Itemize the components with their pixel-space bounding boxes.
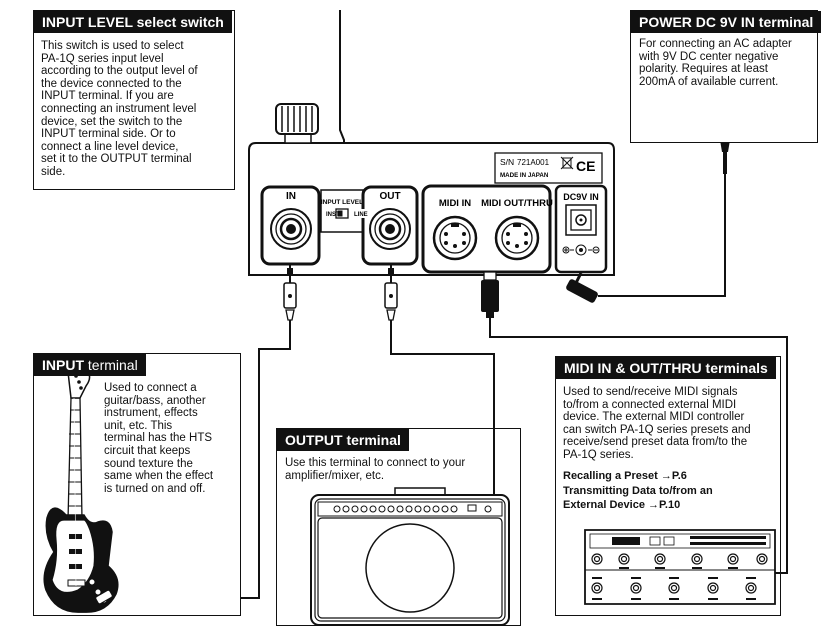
output-terminal-text-line: amplifier/mixer, etc. — [285, 469, 385, 482]
sn-label: S/N — [500, 157, 514, 167]
output-terminal-text-line: Use this terminal to connect to your — [285, 457, 466, 469]
input-terminal-text-line: guitar/bass, another — [104, 394, 206, 407]
midi-text-line: receive/send preset data from/to the — [563, 436, 748, 449]
input-cable — [240, 320, 291, 599]
electric-guitar-icon — [43, 364, 119, 613]
input-level-text-line: connect a line level device, — [41, 140, 179, 153]
dc-in-label: DC9V IN — [563, 192, 599, 202]
midi-text-line: device. The external MIDI controller — [563, 411, 745, 424]
input-level-text-line: PA-1Q series input level — [41, 52, 164, 65]
midi-panel: MIDI IN MIDI OUT/THRU — [421, 184, 553, 274]
inst-label: INST — [326, 212, 340, 218]
ce-mark: CE — [576, 158, 595, 174]
input-level-title: INPUT LEVEL select switch — [34, 11, 232, 33]
midi-foot-controller-icon — [584, 529, 776, 605]
midi-callout: MIDI IN & OUT/THRU terminals Used to sen… — [555, 356, 781, 616]
power-text-line: For connecting an AC adapter — [639, 38, 792, 50]
input-terminal-text-line: sound texture the — [104, 457, 193, 470]
dc-plug — [566, 272, 598, 303]
input-level-text-line: according to the output level of — [41, 65, 198, 78]
input-terminal-text-line: same when the effect — [104, 470, 214, 483]
input-level-callout: INPUT LEVEL select switch This switch is… — [33, 10, 235, 190]
midi-text-line: can switch PA-1Q series presets and — [563, 423, 751, 436]
midi-text-line: Used to send/receive MIDI signals — [563, 386, 738, 398]
midi-reference-line: Transmitting Data to/from an — [563, 484, 713, 497]
output-terminal-callout: OUTPUT terminal Use this terminal to con… — [276, 428, 521, 626]
input-terminal-title: INPUT terminal — [34, 354, 146, 376]
midi-reference-line: External Device →P.10 — [563, 499, 681, 511]
input-level-text-line: side. — [41, 165, 66, 178]
output-plug — [384, 264, 398, 321]
amplifier-icon — [310, 487, 510, 626]
power-callout: POWER DC 9V IN terminal For connecting a… — [630, 10, 822, 143]
midi-in-port — [432, 215, 478, 261]
power-text-line: with 9V DC center negative — [639, 50, 779, 63]
midi-out-label: MIDI OUT/THRU — [481, 198, 553, 209]
input-level-text-line: the device connected to the — [41, 77, 182, 90]
dc-in-port: DC9V IN — [554, 184, 608, 274]
input-level-text-line: INPUT terminal. If you are — [41, 90, 174, 103]
midi-text-line: PA-1Q series. — [563, 448, 634, 461]
input-terminal-title-bold: INPUT — [42, 357, 84, 373]
pa-1q-device: S/N 721A001 MADE IN JAPAN CE IN INPUT LE… — [248, 103, 615, 276]
midi-title: MIDI IN & OUT/THRU terminals — [556, 357, 776, 379]
midi-out-port — [494, 215, 540, 261]
input-terminal-text-line: instrument, effects — [104, 407, 198, 420]
power-text-line: 200mA of available current. — [639, 75, 779, 88]
knob — [275, 103, 319, 144]
output-cable — [390, 320, 495, 498]
power-text-line: polarity. Requires at least — [639, 63, 768, 76]
midi-in-label: MIDI IN — [439, 198, 471, 209]
input-terminal-text-line: unit, etc. This — [104, 419, 173, 432]
input-level-label: INPUT LEVEL — [321, 199, 363, 206]
line-label: LINE — [354, 212, 368, 218]
input-terminal-text-line: terminal has the HTS — [104, 432, 213, 445]
input-terminal-text-line: is turned on and off. — [104, 482, 206, 495]
out-jack-label: OUT — [379, 191, 400, 202]
out-jack: OUT — [361, 185, 419, 266]
sn-value: 721A001 — [517, 158, 550, 167]
input-level-text-line: This switch is used to select — [41, 40, 184, 52]
input-level-text-line: set it to the OUTPUT terminal — [41, 153, 192, 166]
input-terminal-text-line: Used to connect a — [104, 382, 197, 394]
wires — [240, 10, 788, 599]
midi-reference-line: Recalling a Preset →P.6 — [563, 470, 687, 482]
input-terminal-title-light: terminal — [84, 357, 138, 373]
power-cable — [598, 140, 726, 297]
input-level-text-line: connecting an instrument level — [41, 102, 197, 115]
midi-plug — [481, 271, 499, 318]
in-jack: IN — [260, 185, 321, 266]
weee-bin-icon — [560, 156, 574, 170]
output-terminal-title: OUTPUT terminal — [277, 429, 409, 451]
serial-label: S/N 721A001 MADE IN JAPAN CE — [494, 152, 603, 184]
midi-cable — [489, 318, 788, 574]
power-title: POWER DC 9V IN terminal — [631, 11, 822, 33]
input-level-text-line: INPUT terminal side. Or to — [41, 128, 176, 141]
input-plug — [283, 264, 297, 321]
input-terminal-text-line: circuit that keeps — [104, 444, 191, 457]
midi-text-line: to/from a connected external MIDI — [563, 398, 737, 411]
input-level-text-line: device, set the switch to the — [41, 115, 183, 128]
in-jack-label: IN — [286, 191, 296, 202]
polarity-icon — [562, 244, 600, 256]
made-in-label: MADE IN JAPAN — [500, 172, 549, 179]
